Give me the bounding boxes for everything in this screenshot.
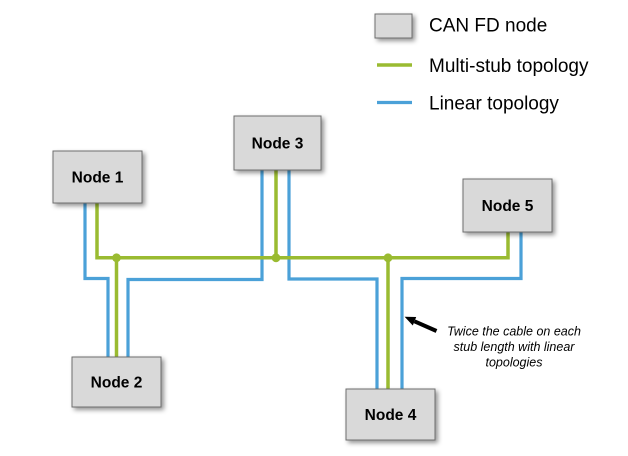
svg-text:Twice the cable on each: Twice the cable on each: [447, 325, 581, 339]
svg-text:Multi-stub topology: Multi-stub topology: [429, 56, 589, 77]
svg-text:Node 1: Node 1: [72, 170, 124, 187]
svg-text:Node 4: Node 4: [365, 407, 417, 424]
svg-text:topologies: topologies: [486, 356, 543, 370]
svg-text:CAN FD node: CAN FD node: [429, 16, 547, 37]
svg-text:Node 3: Node 3: [252, 136, 304, 153]
svg-text:Linear topology: Linear topology: [429, 94, 559, 115]
svg-text:Node 2: Node 2: [91, 375, 143, 392]
svg-text:Node 5: Node 5: [482, 198, 534, 215]
svg-text:stub length with linear: stub length with linear: [454, 340, 576, 354]
